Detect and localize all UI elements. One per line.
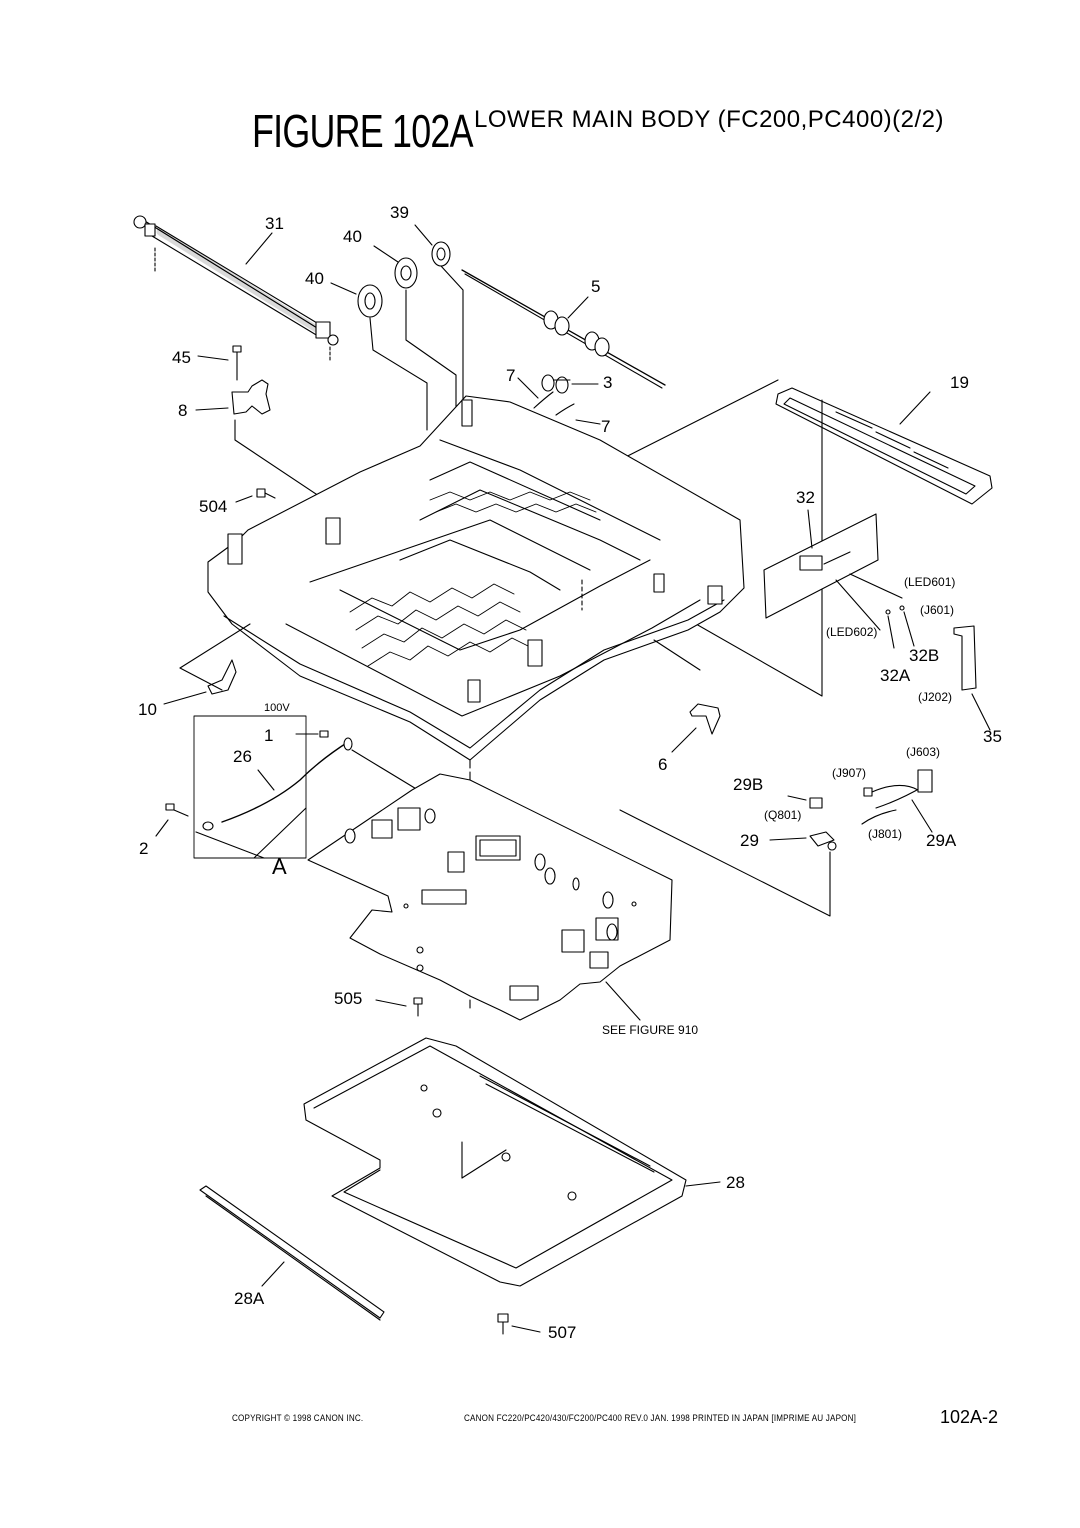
callout-1: 1 (264, 726, 274, 745)
callout-5: 5 (591, 277, 601, 296)
callout-40b: 40 (305, 269, 324, 288)
connector-j202: (J202) (918, 690, 953, 704)
screw-45-and-bracket-8 (195, 345, 371, 531)
callout-7a: 7 (506, 366, 516, 385)
connector-j907: (J907) (832, 766, 867, 780)
bracket-10 (163, 623, 251, 705)
callout-8: 8 (178, 401, 188, 420)
callout-3: 3 (603, 373, 613, 392)
callout-a: A (272, 854, 287, 879)
screw-505 (375, 997, 423, 1017)
roller-shaft-31 (133, 215, 339, 361)
callout-19: 19 (950, 373, 969, 392)
callout-39: 39 (390, 203, 409, 222)
callout-29a: 29A (926, 831, 957, 850)
callout-507: 507 (548, 1323, 577, 1342)
callout-26: 26 (233, 747, 252, 766)
sensor-29 (619, 769, 933, 917)
connector-q801: (Q801) (764, 808, 802, 822)
callout-40a: 40 (343, 227, 362, 246)
callout-35: 35 (983, 727, 1002, 746)
callout-28: 28 (726, 1173, 745, 1192)
power-cord-26 (155, 715, 419, 859)
callout-505: 505 (334, 989, 363, 1008)
see-figure-note: SEE FIGURE 910 (602, 1023, 699, 1037)
callout-29b: 29B (733, 775, 764, 794)
footer-model-line: CANON FC220/PC420/430/FC200/PC400 REV.0 … (464, 1413, 857, 1423)
rail-28a (199, 1185, 385, 1321)
bottom-plate-28 (303, 1037, 721, 1287)
callout-6: 6 (658, 755, 668, 774)
main-pcb (307, 773, 673, 1021)
connector-j603: (J603) (906, 745, 941, 759)
connector-led601: (LED601) (904, 575, 956, 589)
figure-label: FIGURE 102A (252, 105, 474, 157)
latch-6 (653, 639, 721, 753)
callout-504: 504 (199, 497, 228, 516)
shaft-5 (461, 269, 666, 389)
figure-title: FIGURE 102A LOWER MAIN BODY (FC200,PC400… (252, 104, 944, 158)
main-chassis (207, 395, 745, 1011)
flat-cable-35 (953, 625, 991, 731)
figure-subtitle: LOWER MAIN BODY (FC200,PC400)(2/2) (474, 106, 945, 133)
led-board-32 (763, 509, 915, 649)
connector-led602: (LED602) (826, 625, 878, 639)
callout-2: 2 (139, 839, 149, 858)
connector-j601: (J601) (920, 603, 955, 617)
callout-45: 45 (172, 348, 191, 367)
callout-32: 32 (796, 488, 815, 507)
screw-507 (497, 1313, 541, 1335)
callout-32a: 32A (880, 666, 911, 685)
callout-10: 10 (138, 700, 157, 719)
callout-31: 31 (265, 214, 284, 233)
callout-7b: 7 (601, 417, 611, 436)
voltage-100v: 100V (264, 702, 290, 714)
gears-39-40 (330, 224, 464, 461)
footer-copyright: COPYRIGHT © 1998 CANON INC. (232, 1413, 364, 1423)
screw-504 (235, 488, 276, 503)
connector-j801: (J801) (868, 827, 903, 841)
callout-29: 29 (740, 831, 759, 850)
callout-32b: 32B (909, 646, 940, 665)
page-number: 102A-2 (940, 1407, 999, 1427)
callout-28a: 28A (234, 1289, 265, 1308)
